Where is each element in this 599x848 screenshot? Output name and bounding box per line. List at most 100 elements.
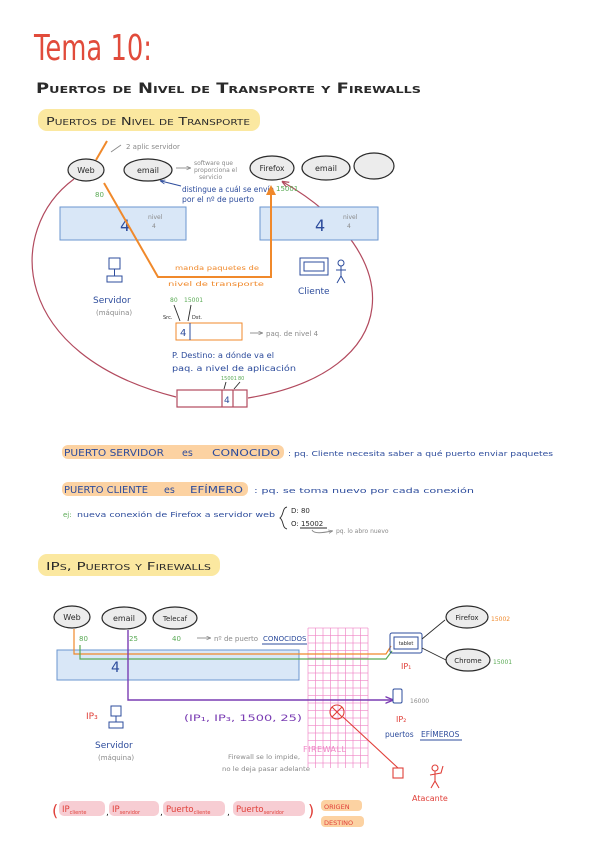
server-layer-box	[59, 206, 187, 241]
oval-shape	[445, 648, 491, 672]
tuple-part-sub: cliente	[70, 810, 87, 816]
attacker-icon-head	[431, 764, 439, 772]
oval-shape	[101, 606, 147, 630]
packet-src-label: Src.	[163, 315, 173, 321]
server-icon-case	[108, 257, 121, 270]
layer-number: 4	[111, 660, 120, 676]
example-text: nueva conexión de Firefox a servidor web	[77, 511, 276, 519]
layer-label: nivel	[148, 214, 163, 221]
tuple-part-highlight	[233, 801, 305, 816]
server-sublabel: (máquina)	[96, 309, 132, 317]
rule-verb: es	[182, 448, 193, 459]
user-icon-head	[337, 259, 345, 267]
return-port-a: 15001	[221, 376, 237, 382]
example-dest: D: 80	[291, 507, 310, 515]
software-note-line: servicio	[199, 174, 222, 181]
layer-number: 4	[315, 216, 325, 235]
destination-label: DESTINO	[324, 819, 353, 827]
app-chrome: Chrome	[445, 648, 491, 672]
tablet-label: tablet	[399, 641, 414, 647]
server-label: Servidor	[93, 296, 131, 306]
oval-shape	[67, 158, 105, 182]
attacker-line	[342, 716, 399, 769]
app-label: Web	[63, 613, 80, 622]
tablet-ip: IP₁	[401, 662, 411, 671]
rule-server-port: PUERTO SERVIDOR es CONOCIDO : pq. Client…	[62, 445, 554, 459]
phone-port: 16000	[410, 698, 429, 705]
tuple-part-main: Puerto	[166, 805, 194, 815]
rule-client-port: PUERTO CLIENTE es EFÍMERO : pq. se toma …	[62, 482, 474, 496]
transport-packet-box	[175, 322, 243, 341]
rule-highlight	[62, 445, 284, 459]
firewall-diagram: Web email Telecaf 80 25 40 nº de puerto …	[53, 605, 512, 803]
rule-explanation: : pq. Cliente necesita saber a qué puert…	[288, 450, 554, 458]
tablet-frame	[389, 632, 423, 654]
tablet-app-lines	[421, 619, 447, 661]
return-port-lines	[223, 381, 241, 390]
monitor-icon	[299, 257, 329, 276]
return-packet-dividers	[221, 390, 234, 407]
rule-verb: es	[164, 485, 175, 496]
note-bracket	[110, 144, 122, 153]
user-icon	[336, 259, 346, 284]
server-layer-box	[56, 649, 300, 681]
origin-label: ORIGEN	[324, 803, 350, 811]
arrow	[311, 530, 332, 533]
section-1-highlight	[38, 109, 260, 131]
layer-label: 4	[152, 223, 156, 230]
orange-stroke	[95, 140, 108, 161]
client-port: 15002	[491, 616, 510, 623]
transport-note-line: manda paquetes de	[175, 264, 259, 272]
tuple-part: IPcliente	[62, 805, 86, 816]
ephemeral-note: puertos	[385, 730, 414, 739]
server-ip: IP₃	[86, 712, 98, 722]
software-note-line: software que	[194, 160, 233, 167]
server-icon-case	[110, 705, 122, 717]
dest-note-line: P. Destino: a dónde va el	[172, 351, 274, 360]
rule-explanation: : pq. se toma nuevo por cada conexión	[254, 487, 474, 495]
app-label: Telecaf	[162, 615, 188, 623]
attacker-label: Atacante	[412, 794, 448, 803]
layer-label: nivel	[343, 214, 358, 221]
blocked-circle	[329, 704, 345, 720]
tuple-open: (	[52, 801, 58, 820]
phone-icon	[392, 688, 403, 704]
app-label: Web	[77, 166, 94, 175]
server-icon-base	[106, 275, 123, 283]
tuple-separator: ,	[106, 808, 109, 818]
phone-ip: IP₂	[396, 715, 406, 724]
tuple-part-main: Puerto	[236, 805, 264, 815]
section-2-heading: IPs, Puertos y Firewalls	[46, 560, 211, 573]
ephemeral-highlight: EFÍMEROS	[421, 730, 460, 739]
attacker-icon	[429, 764, 444, 789]
dest-note-line: paq. a nivel de aplicación	[172, 364, 296, 373]
client-label: Cliente	[298, 287, 330, 297]
app-firefox: Firefox	[445, 605, 489, 629]
packet-port-lines	[173, 304, 192, 322]
app-label: Firefox	[260, 164, 285, 173]
attacker-icon-body	[429, 765, 444, 789]
section-1-heading: Puertos de Nivel de Transporte	[46, 115, 250, 128]
app-label: email	[113, 614, 135, 623]
firewall-note-line: no le deja pasar adelante	[222, 765, 310, 773]
app-label: Firefox	[455, 614, 478, 622]
tuple-separator: ,	[227, 808, 230, 818]
return-packet-box	[176, 389, 248, 408]
firefox-connection	[73, 629, 392, 655]
client-port: 15001	[276, 185, 298, 193]
rule-highlight	[62, 482, 248, 496]
oval-shape	[152, 606, 198, 630]
aplic-note: 2 aplic servidor	[126, 143, 180, 151]
example-note: pq. lo abro nuevo	[336, 528, 389, 535]
tuple-part-highlight	[59, 801, 105, 816]
ports-note-highlight: CONOCIDOS	[263, 635, 307, 643]
tuple-part-sub: servidor	[120, 810, 141, 816]
arrow	[161, 181, 182, 187]
example-brace	[279, 506, 288, 530]
tuple-part-highlight	[109, 801, 159, 816]
tablet-screen	[393, 636, 419, 650]
return-port-b: 80	[238, 376, 244, 382]
attack-tuple: (IP₁, IP₃, 1500, 25)	[184, 714, 302, 724]
oval-shape	[445, 605, 489, 629]
